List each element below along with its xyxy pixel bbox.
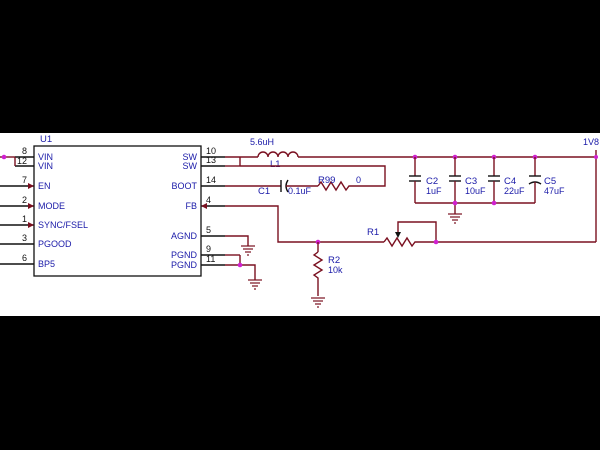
pin-num-6: 6 — [22, 253, 27, 263]
cap-c3: C3 10uF — [449, 157, 486, 214]
pin-name-agnd: AGND — [171, 231, 198, 241]
l1-inductor: 5.6uH L1 — [225, 137, 596, 170]
c2-ref: C2 — [426, 176, 438, 187]
pin-name-sw: SW — [183, 152, 198, 162]
l1-ref: L1 — [270, 159, 281, 170]
ground-icon — [448, 213, 462, 224]
l1-value: 5.6uH — [250, 137, 274, 147]
pin-num-13: 13 — [206, 155, 216, 165]
pin-num-11: 11 — [206, 254, 215, 264]
cap-gnd-junction — [491, 200, 497, 206]
c3-ref: C3 — [465, 176, 477, 187]
c3-value: 10uF — [465, 186, 486, 196]
pin-num-12: 12 — [17, 156, 27, 166]
pin-name-pgnd: PGND — [171, 250, 198, 260]
output-net-label: 1V8 — [583, 137, 599, 147]
r1-ref: R1 — [367, 227, 379, 238]
inductor-coil — [257, 151, 299, 158]
r2-resistor: R2 10k — [311, 242, 343, 308]
c4-value: 22uF — [504, 186, 525, 196]
c1-boot-capacitor: C1 0.1uF — [225, 179, 318, 197]
pin-num-3: 3 — [22, 233, 27, 243]
pin-num-7: 7 — [22, 175, 27, 185]
u1-body — [33, 145, 202, 277]
u1-left-pins: 8 12 7 2 1 3 6 VIN VIN EN MODE SYNC/FSEL… — [0, 146, 88, 269]
pin-num-4: 4 — [206, 195, 211, 205]
pin-name-vin-2: VIN — [38, 161, 53, 171]
pin-num-2: 2 — [22, 195, 27, 205]
c1-value: 0.1uF — [288, 186, 312, 196]
pin-name-en: EN — [38, 181, 51, 191]
pin-num-8: 8 — [22, 146, 27, 156]
pin-name-sw-2: SW — [183, 161, 198, 171]
cap-c2: C2 1uF — [409, 157, 442, 203]
c5-ref: C5 — [544, 176, 556, 187]
c1-ref: C1 — [258, 186, 270, 197]
r1-potentiometer: R1 — [367, 221, 596, 248]
r2-ref: R2 — [328, 255, 340, 266]
ground-icon — [311, 297, 325, 308]
r99-ref: R99 — [318, 175, 335, 186]
pin-num-1: 1 — [22, 214, 27, 224]
pin-num-14: 14 — [206, 175, 216, 185]
pin-name-bp5: BP5 — [38, 259, 55, 269]
r99-resistor: R99 0 — [317, 175, 361, 192]
agnd-connection — [225, 235, 255, 256]
u1-ref: U1 — [40, 134, 52, 145]
c4-ref: C4 — [504, 176, 516, 187]
pin-name-pgnd-2: PGND — [171, 260, 198, 270]
r1-junction — [433, 239, 439, 245]
pin-name-pgood: PGOOD — [38, 239, 72, 249]
vin-junction — [1, 154, 7, 160]
u1-chip: U1 8 12 7 2 1 3 6 VIN VIN — [0, 134, 225, 277]
r2-value: 10k — [328, 265, 343, 275]
pgnd-junction — [237, 262, 243, 268]
cap-c4: C4 22uF — [488, 157, 525, 203]
pin-name-boot: BOOT — [171, 181, 197, 191]
ground-icon — [241, 245, 255, 256]
pin-name-vin: VIN — [38, 152, 53, 162]
u1-right-pins: 10 13 14 4 5 9 11 SW SW BOOT FB AGND PGN… — [171, 146, 225, 270]
pin-num-9: 9 — [206, 244, 211, 254]
output-capacitors: C2 1uF C3 10uF C4 22uF C5 47uF — [409, 154, 565, 224]
pgnd-connection — [225, 254, 262, 290]
pin-name-sync-fsel: SYNC/FSEL — [38, 220, 88, 230]
c2-value: 1uF — [426, 186, 442, 196]
r99-value: 0 — [356, 175, 361, 185]
pin-num-5: 5 — [206, 225, 211, 235]
ground-icon — [248, 279, 262, 290]
feedback-network: R1 R2 10k — [225, 205, 596, 308]
c5-value: 47uF — [544, 186, 565, 196]
pin-name-fb: FB — [185, 201, 197, 211]
pin-num-10: 10 — [206, 146, 216, 156]
cap-c5: C5 47uF — [528, 157, 565, 203]
cap-gnd-junction — [452, 200, 458, 206]
pin-name-mode: MODE — [38, 201, 65, 211]
